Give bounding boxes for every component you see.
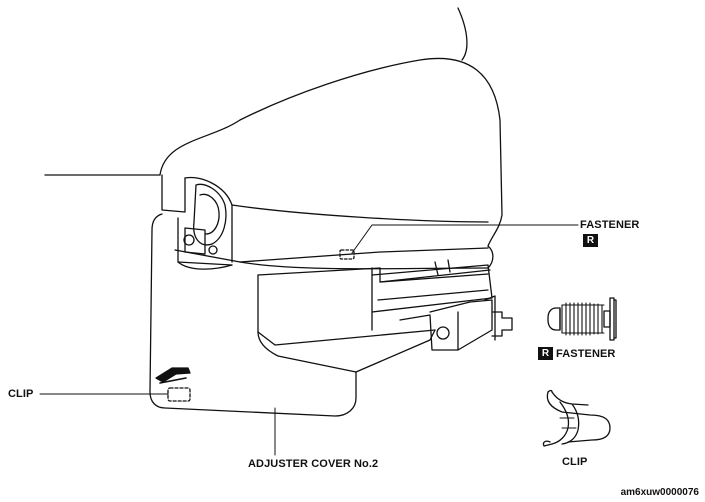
leader-fastener	[351, 224, 579, 254]
clip-hidden-marker	[167, 387, 191, 402]
fastener-detail-label: FASTENER	[556, 348, 616, 360]
fastener-hidden-marker	[339, 249, 355, 260]
r-badge-fastener: R	[583, 234, 598, 247]
clip-label: CLIP	[8, 388, 34, 400]
fastener-label: FASTENER	[580, 219, 640, 231]
seat-rail	[371, 259, 513, 351]
r-badge-fastener-detail: R	[538, 347, 553, 360]
seat-cushion	[44, 7, 503, 270]
adjuster-cover-label: ADJUSTER COVER No.2	[248, 458, 379, 470]
fastener-detail-icon	[547, 297, 617, 341]
figure-code: am6xuw0000076	[620, 487, 699, 498]
leader-lines	[39, 224, 579, 456]
clip-detail-icon	[542, 389, 611, 447]
arrow-indicator-icon	[155, 367, 191, 384]
seat-side-bracket	[161, 174, 233, 270]
adjuster-cover-panel	[149, 213, 491, 417]
clip-detail-label: CLIP	[562, 456, 588, 468]
